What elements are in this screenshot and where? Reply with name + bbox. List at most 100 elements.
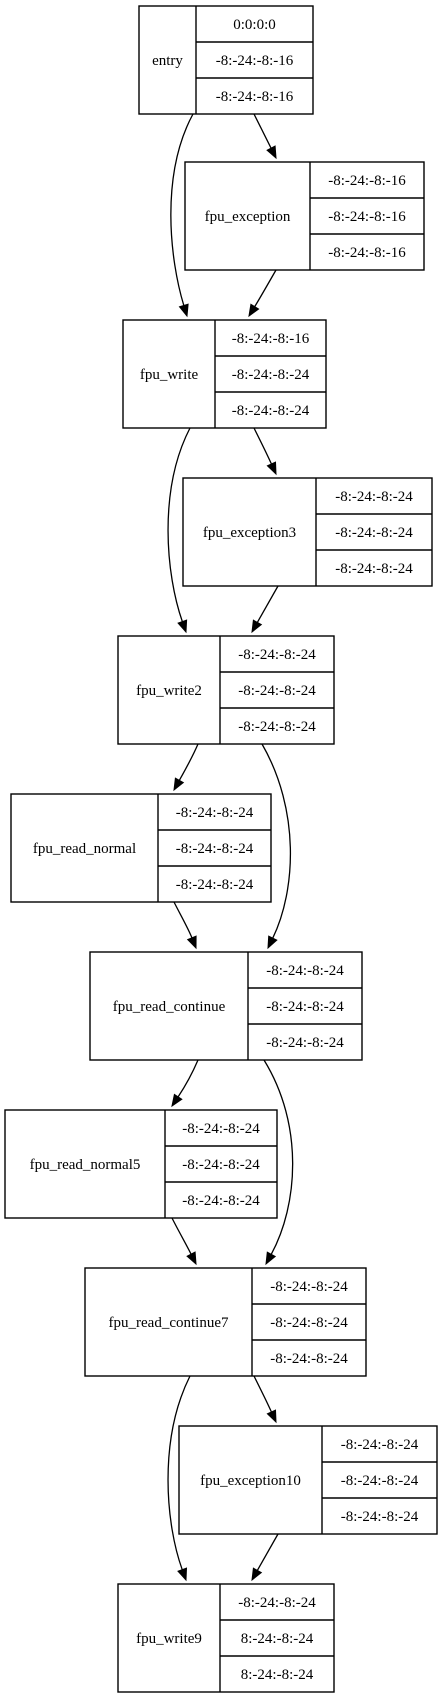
node-row-value: -8:-24:-8:-24: [238, 1595, 316, 1611]
node-row-value: -8:-24:-8:-24: [341, 1509, 419, 1525]
arrowhead-icon: [265, 1251, 277, 1266]
node-fpu-exception: fpu_exception-8:-24:-8:-16-8:-24:-8:-16-…: [184, 161, 425, 271]
node-fpu-read-continue7: fpu_read_continue7 -8:-24:-8:-24 -8:-24:-8…: [84, 1267, 367, 1377]
edge-fpu-write2-to-fpu-read-continue: [261, 743, 292, 950]
node-label: fpu_exception10: [200, 1473, 301, 1489]
node-label: fpu_read_normal5: [30, 1157, 141, 1173]
node-row-value: -8:-24:-8:-24: [238, 683, 316, 699]
node-row-value: -8:-24:-8:-16: [216, 53, 294, 69]
node-row-value: -8:-24:-8:-24: [266, 999, 344, 1015]
node-box: [89, 951, 363, 1061]
node-row-value: -8:-24:-8:-24: [266, 963, 344, 979]
node-fpu-write9: fpu_write9-8:-24:-8:-248:-24:-8:-248:-24…: [117, 1583, 335, 1693]
node-fpu-write2: fpu_write2 -8:-24:-8:-24 -8:-24:-8:-24 -8:-…: [117, 635, 335, 745]
node-box: [178, 1425, 438, 1535]
node-row-value: 0:0:0:0: [233, 17, 276, 33]
node-label: fpu_write9: [136, 1631, 202, 1647]
node-box: [117, 1583, 335, 1693]
node-row-value: -8:-24:-8:-16: [216, 89, 294, 105]
edge-line: [167, 1375, 191, 1570]
node-box: [184, 161, 425, 271]
node-box: [4, 1109, 278, 1219]
node-fpu-exception3: fpu_exception3-8:-24:-8:-24-8:-24:-8:-24…: [182, 477, 433, 587]
node-row-value: -8:-24:-8:-16: [328, 173, 406, 189]
edge-line: [178, 743, 199, 781]
arrowhead-icon: [178, 303, 189, 318]
edge-line: [170, 113, 194, 306]
edge-line: [253, 427, 273, 465]
edge-entry-to-fpu-exception: [253, 113, 277, 160]
arrowhead-icon: [177, 1567, 188, 1582]
node-label: fpu_write: [140, 367, 199, 383]
edge-line: [171, 1217, 192, 1255]
edge-fpu-exception3-to-fpu-write2: [251, 585, 279, 634]
arrowhead-icon: [186, 935, 197, 950]
arrowhead-icon: [177, 619, 188, 634]
node-box: [84, 1267, 367, 1377]
node-fpu-read-continue: fpu_read_continue -8:-24:-8:-24 -8:-24:-8:…: [89, 951, 363, 1061]
node-row-value: -8:-24:-8:-24: [232, 403, 310, 419]
node-row-value: -8:-24:-8:-24: [335, 525, 413, 541]
node-row-value: -8:-24:-8:-16: [328, 209, 406, 225]
node-row-value: -8:-24:-8:-24: [266, 1035, 344, 1051]
node-fpu-read-normal: fpu_read_normal-8:-24:-8:-24-8:-24:-8:-2…: [10, 793, 272, 903]
edge-fpu-write2-to-fpu-read-normal: [173, 743, 199, 792]
node-row-value: -8:-24:-8:-24: [182, 1157, 260, 1173]
arrowhead-icon: [186, 1251, 197, 1266]
arrowhead-icon: [266, 461, 277, 476]
edge-fpu-read-normal5-to-fpu-read-continue7: [171, 1217, 197, 1266]
edge-line: [261, 743, 292, 939]
node-row-value: -8:-24:-8:-24: [341, 1437, 419, 1453]
edge-fpu-read-continue7-to-fpu-exception10: [253, 1375, 277, 1424]
node-row-value: -8:-24:-8:-24: [182, 1121, 260, 1137]
node-label: fpu_read_normal: [33, 841, 136, 857]
edge-line: [173, 901, 193, 939]
node-row-value: -8:-24:-8:-24: [335, 561, 413, 577]
edge-fpu-read-normal-to-fpu-read-continue: [173, 901, 197, 950]
edge-fpu-exception-to-fpu-write: [248, 269, 277, 318]
arrowhead-icon: [267, 935, 278, 950]
edge-fpu-read-continue-to-fpu-read-normal5: [171, 1059, 199, 1108]
node-row-value: -8:-24:-8:-24: [270, 1351, 348, 1367]
edge-line: [256, 585, 279, 623]
arrowhead-icon: [173, 777, 185, 792]
arrowhead-icon: [266, 1409, 277, 1424]
node-label: fpu_read_continue: [113, 999, 226, 1015]
edge-line: [253, 113, 272, 149]
node-fpu-read-normal5: fpu_read_normal5 -8:-24:-8:-24 -8:-24:-8:-…: [4, 1109, 278, 1219]
node-row-value: -8:-24:-8:-24: [341, 1473, 419, 1489]
arrowhead-icon: [251, 1567, 263, 1582]
edge-fpu-exception10-to-fpu-write9: [251, 1533, 279, 1582]
edge-line: [254, 269, 277, 307]
edge-line: [167, 427, 191, 622]
node-row-value: -8:-24:-8:-16: [232, 331, 310, 347]
node-label: fpu_write2: [136, 683, 202, 699]
node-fpu-exception10: fpu_exception10 -8:-24:-8:-24 -8:-24:-8:-2…: [178, 1425, 438, 1535]
edge-fpu-write-to-fpu-exception3: [253, 427, 277, 476]
node-row-value: -8:-24:-8:-16: [328, 245, 406, 261]
node-row-value: -8:-24:-8:-24: [335, 489, 413, 505]
node-row-value: -8:-24:-8:-24: [238, 719, 316, 735]
node-entry: entry 0:0:0:0 -8:-24:-8:-16 -8:-24:-8:-16: [138, 5, 314, 115]
node-label: fpu_read_continue7: [109, 1315, 229, 1331]
node-box: [117, 635, 335, 745]
edge-line: [177, 1059, 199, 1098]
node-row-value: -8:-24:-8:-24: [176, 877, 254, 893]
edge-fpu-write-to-fpu-write2: [167, 427, 191, 634]
node-row-value: -8:-24:-8:-24: [182, 1193, 260, 1209]
node-row-value: 8:-24:-8:-24: [241, 1631, 314, 1647]
arrowhead-icon: [248, 303, 260, 318]
node-box: [10, 793, 272, 903]
arrowhead-icon: [171, 1093, 183, 1108]
edges-layer: [167, 113, 294, 1582]
edge-line: [263, 1059, 294, 1255]
node-label: entry: [152, 53, 183, 69]
edge-line: [253, 1375, 273, 1413]
node-row-value: -8:-24:-8:-24: [270, 1279, 348, 1295]
node-box: [182, 477, 433, 587]
nodes-layer: entry 0:0:0:0 -8:-24:-8:-16 -8:-24:-8:-16 fp…: [4, 5, 438, 1693]
node-row-value: -8:-24:-8:-24: [238, 647, 316, 663]
node-row-value: -8:-24:-8:-24: [232, 367, 310, 383]
edge-fpu-read-continue-to-fpu-read-continue7: [263, 1059, 294, 1266]
